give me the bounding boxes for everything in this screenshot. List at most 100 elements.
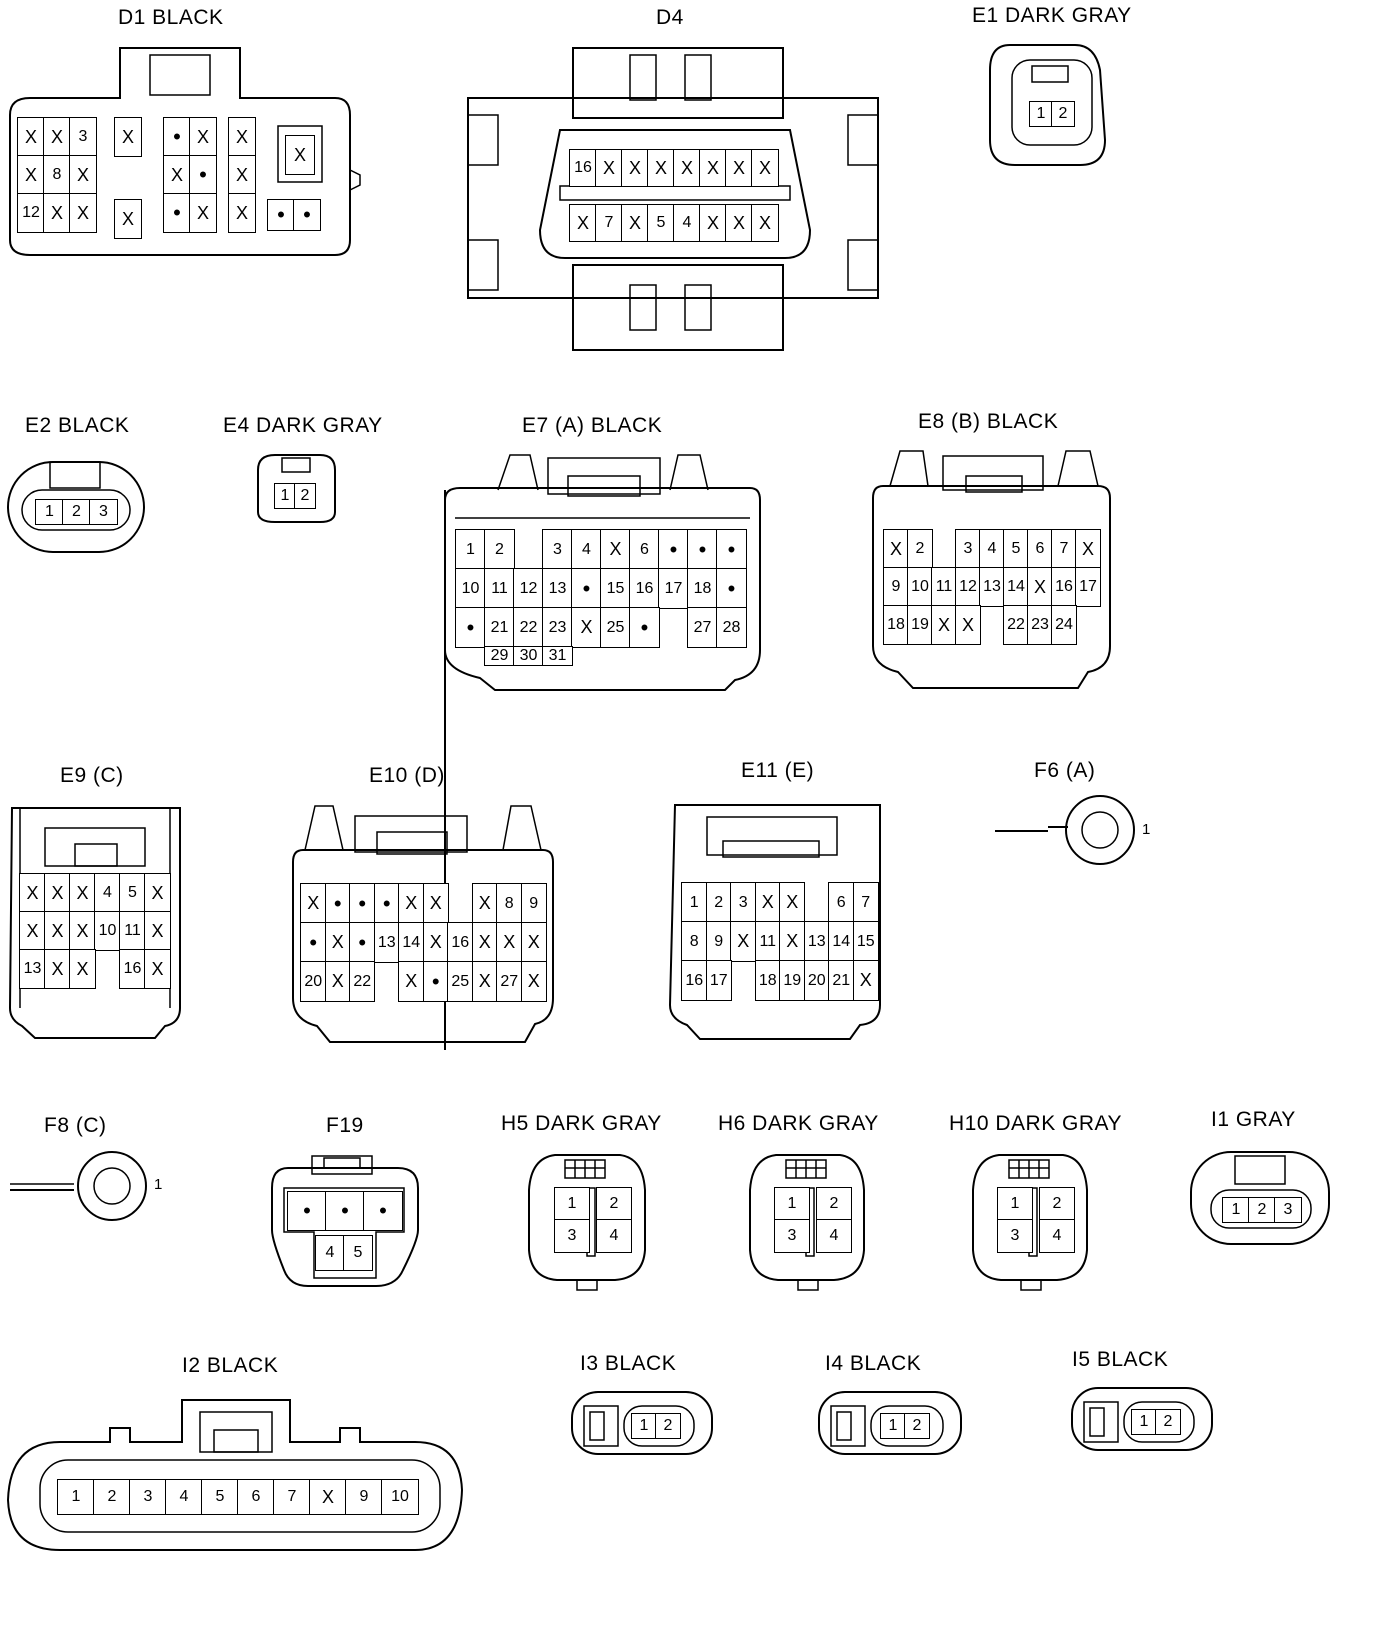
pin-9: 9 <box>520 883 547 924</box>
pin-3: 3 <box>774 1219 810 1253</box>
pin-dot: • <box>324 883 351 924</box>
pin-dot: • <box>349 883 376 924</box>
connector-outline <box>467 47 879 351</box>
pin-17: 17 <box>1075 567 1101 607</box>
pin-dot: • <box>716 529 747 570</box>
pin-empty <box>804 882 830 923</box>
connector-outline <box>749 1154 865 1291</box>
pin-dot: • <box>189 155 217 195</box>
pin-22: 22 <box>349 961 376 1002</box>
pin-unused: X <box>189 117 217 157</box>
pin-13: 13 <box>19 949 46 989</box>
pin-29: 29 <box>484 646 515 667</box>
pin-18: 18 <box>754 960 781 1001</box>
connector-f6: F6 (A) 1 <box>990 755 1170 875</box>
pin-unused: X <box>931 605 957 645</box>
connector-outline <box>9 47 361 256</box>
pin-16: 16 <box>119 949 146 989</box>
connector-title: F19 <box>326 1114 364 1137</box>
pin-27: 27 <box>496 961 523 1002</box>
pin-10: 10 <box>94 911 121 951</box>
pin-dot: • <box>687 529 718 570</box>
pin-13: 13 <box>542 568 573 609</box>
pin-unused: X <box>309 1479 347 1515</box>
pin-11: 11 <box>754 921 781 962</box>
pin-empty <box>658 607 689 648</box>
pin-7: 7 <box>1051 529 1077 569</box>
pin-21: 21 <box>828 960 855 1001</box>
pin-1: 1 <box>274 483 296 509</box>
pin-unused: X <box>471 883 498 924</box>
pin-1: 1 <box>554 1187 590 1221</box>
pin-10: 10 <box>907 567 933 607</box>
connector-title: E9 (C) <box>60 764 124 787</box>
pin-17: 17 <box>658 568 689 609</box>
connector-title: F6 (A) <box>1034 759 1096 782</box>
pin-1: 1 <box>1029 101 1053 127</box>
connector-outline <box>6 1399 464 1551</box>
pin-22: 22 <box>1003 605 1029 645</box>
pin-10: 10 <box>455 568 486 609</box>
pin-empty <box>730 960 756 1001</box>
connector-title: E8 (B) BLACK <box>918 410 1059 433</box>
pin-14: 14 <box>1003 567 1029 607</box>
pin-unused: X <box>144 873 171 913</box>
pin-16: 16 <box>569 149 597 187</box>
pin-unused: X <box>324 922 351 963</box>
pin-3: 3 <box>730 882 757 923</box>
pin-16: 16 <box>447 922 474 963</box>
pin-unused: X <box>595 149 623 187</box>
connector-title: I4 BLACK <box>825 1352 922 1375</box>
connector-f8: F8 (C) 1 <box>0 1110 180 1240</box>
pin-block-e: X <box>285 135 315 175</box>
pin-8: 8 <box>681 921 708 962</box>
connector-title: D1 BLACK <box>118 6 224 29</box>
pin-unused: X <box>673 149 701 187</box>
pin-1: 1 <box>1222 1197 1250 1223</box>
pin-18: 18 <box>883 605 909 645</box>
pin-unused: X <box>69 949 96 989</box>
pin-unused: X <box>43 117 71 157</box>
pin-14: 14 <box>398 922 425 963</box>
pin-dot: • <box>267 199 295 231</box>
pin-empty <box>94 949 121 989</box>
pin-gap <box>114 155 142 201</box>
pin-9: 9 <box>345 1479 383 1515</box>
pin-3: 3 <box>69 117 97 157</box>
pin-row-top: ••• <box>287 1191 403 1231</box>
connector-title: F8 (C) <box>44 1114 107 1137</box>
pin-block-f: •• <box>267 199 321 231</box>
pin-1: 1 <box>774 1187 810 1221</box>
pin-13: 13 <box>803 921 830 962</box>
pin-unused: X <box>600 529 631 570</box>
pin-2: 2 <box>904 1413 930 1439</box>
pin-27: 27 <box>687 607 718 648</box>
connector-title: E7 (A) BLACK <box>522 414 663 437</box>
pin-12: 12 <box>513 568 544 609</box>
pin-unused: X <box>300 883 327 924</box>
pin-1: 1 <box>631 1413 657 1439</box>
connector-outline <box>1190 1151 1330 1245</box>
pin-4: 4 <box>816 1219 852 1253</box>
ring-terminal <box>10 1151 147 1221</box>
pin-7: 7 <box>273 1479 311 1515</box>
connector-title: E11 (E) <box>741 759 815 782</box>
pin-unused: X <box>725 204 753 242</box>
pin-5: 5 <box>647 204 675 242</box>
pin-unused: X <box>114 117 142 157</box>
pin-unused: X <box>751 149 779 187</box>
pin-2: 2 <box>1051 101 1075 127</box>
pin-unused: X <box>852 960 879 1001</box>
pin-unused: X <box>285 135 315 175</box>
